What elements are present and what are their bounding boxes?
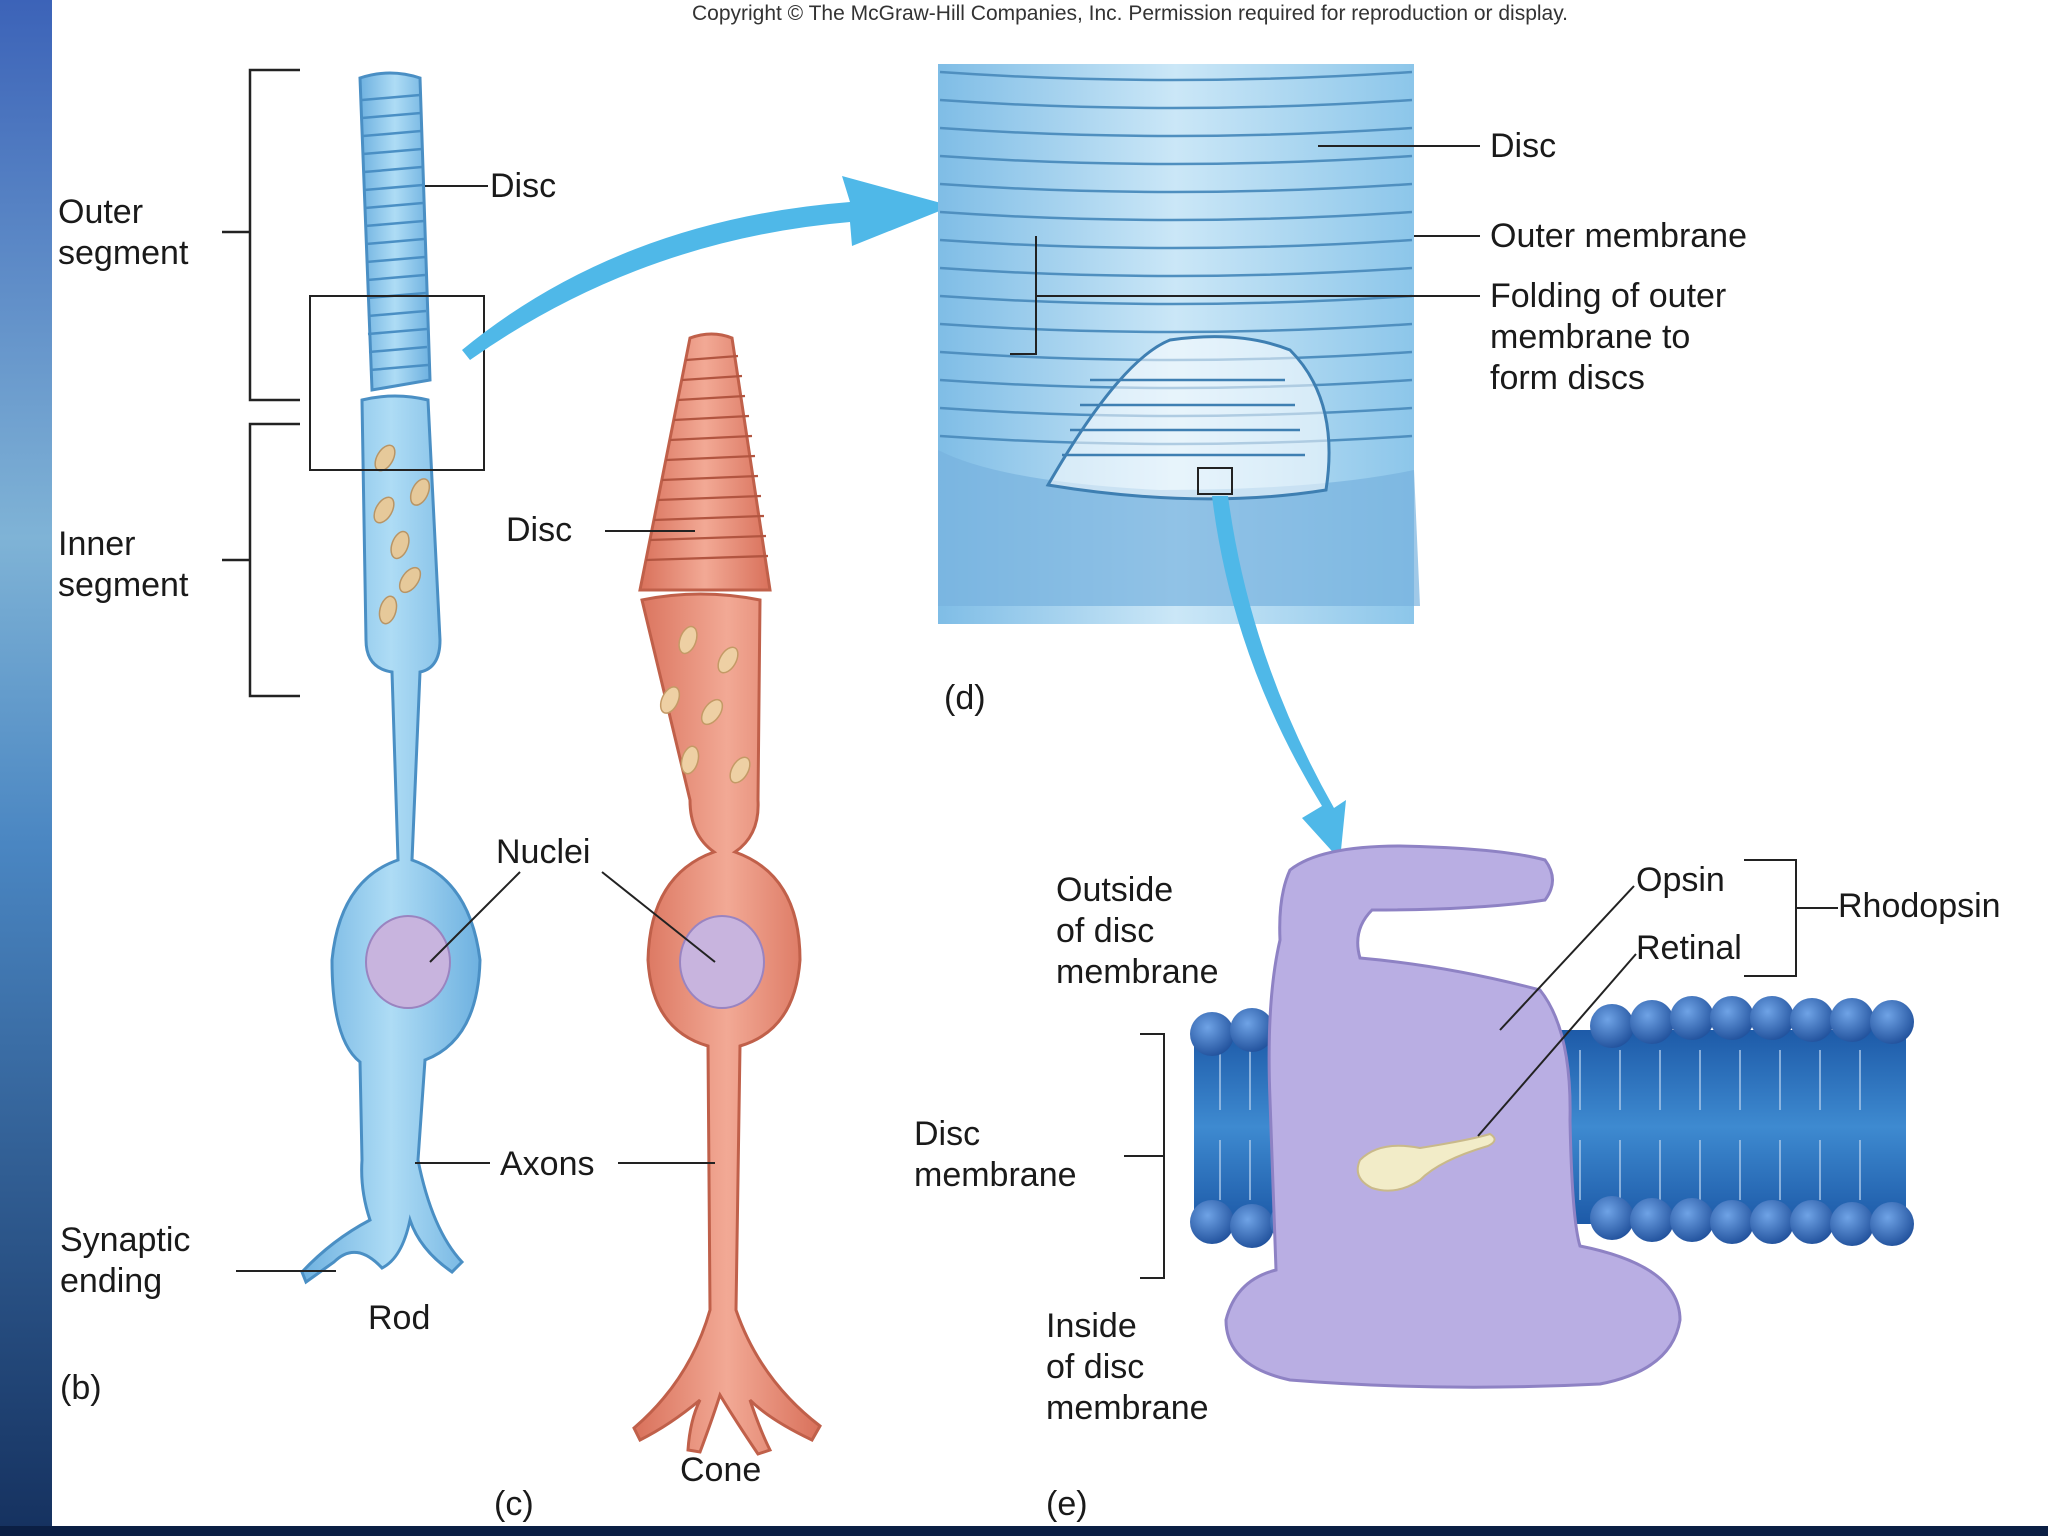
- rhodopsin-protein: [1224, 844, 1682, 1389]
- lipid-heads: [1190, 996, 1914, 1248]
- leader-lines-e: [1124, 859, 1838, 1279]
- folding-line2: membrane to: [1490, 318, 1691, 356]
- folding-label: Folding of outer membrane to form discs: [1490, 276, 1726, 399]
- rod-discs: [361, 93, 429, 372]
- cone-disc-label: Disc: [506, 511, 573, 549]
- rhodopsin-label: Rhodopsin: [1838, 887, 2001, 925]
- outer-segment-line1: Outer: [58, 193, 144, 231]
- inside-line1: Inside: [1046, 1307, 1137, 1345]
- inner-segment-line1: Inner: [58, 525, 136, 563]
- rod-label: Rod: [368, 1299, 431, 1337]
- zoom-arrow-e: [1212, 496, 1346, 860]
- background-bottom-strip: [0, 1526, 2048, 1536]
- folding-line3: form discs: [1490, 359, 1645, 397]
- leader-lines-bc: [236, 185, 716, 1272]
- cone-cell: [632, 332, 822, 1456]
- opsin-label: Opsin: [1636, 861, 1725, 899]
- cone-nucleus: [679, 915, 765, 1009]
- folding-line1: Folding of outer: [1490, 277, 1727, 315]
- d-disc-label: Disc: [1490, 127, 1557, 165]
- folding-lines: [1062, 378, 1305, 457]
- cone-label: Cone: [680, 1451, 762, 1489]
- rod-disc-label: Disc: [490, 167, 557, 205]
- copyright-notice: Copyright © The McGraw-Hill Companies, I…: [691, 2, 1569, 25]
- outside-disc-label: Outside of disc membrane: [1056, 870, 1219, 993]
- panel-b-label: (b): [60, 1369, 102, 1407]
- nuclei-label: Nuclei: [496, 833, 591, 871]
- panel-e-label: (e): [1046, 1485, 1088, 1523]
- cone-mitochondria: [659, 625, 751, 784]
- inside-disc-label: Inside of disc membrane: [1046, 1306, 1209, 1429]
- panel-d-label: (d): [944, 679, 986, 717]
- disc-membrane-line2: membrane: [914, 1156, 1077, 1194]
- retinal-label: Retinal: [1636, 929, 1742, 967]
- synaptic-ending-line1: Synaptic: [60, 1221, 191, 1259]
- synaptic-ending-line2: ending: [60, 1262, 163, 1300]
- background-left-strip: [0, 0, 60, 1536]
- zoom-arrow-d: [462, 176, 952, 360]
- disc-stack-detail: [938, 64, 1420, 624]
- inner-segment-line2: segment: [58, 566, 189, 604]
- rod-nucleus: [365, 915, 451, 1009]
- outer-segment-label: Outer segment: [58, 192, 188, 274]
- rod-mitochondria: [373, 444, 431, 625]
- outer-segment-line2: segment: [58, 234, 189, 272]
- disc-membrane-line1: Disc: [914, 1115, 981, 1153]
- zoom-box: [309, 295, 485, 471]
- cone-discs: [645, 354, 769, 562]
- disc-membrane-label: Disc membrane: [914, 1114, 1077, 1196]
- synaptic-ending-label: Synaptic ending: [60, 1220, 190, 1302]
- inside-line2: of disc: [1046, 1348, 1145, 1386]
- inner-segment-label: Inner segment: [58, 524, 188, 606]
- segment-brackets: [222, 68, 300, 698]
- zoom-box-small: [1197, 467, 1233, 495]
- inside-line3: membrane: [1046, 1389, 1209, 1427]
- rod-cell: [300, 71, 482, 1285]
- axons-label: Axons: [500, 1145, 595, 1183]
- outside-line2: of disc: [1056, 912, 1155, 950]
- outside-line1: Outside: [1056, 871, 1174, 909]
- outer-membrane-label: Outer membrane: [1490, 217, 1747, 255]
- retinal-molecule: [1356, 1132, 1496, 1192]
- leader-lines-d: [1010, 145, 1480, 355]
- outside-line3: membrane: [1056, 953, 1219, 991]
- panel-c-label: (c): [494, 1485, 534, 1523]
